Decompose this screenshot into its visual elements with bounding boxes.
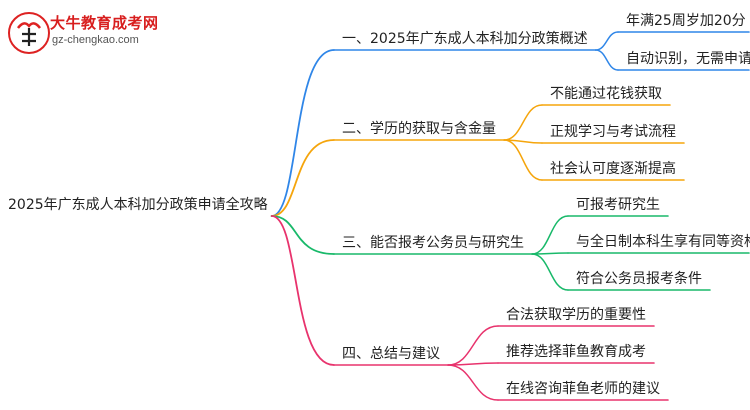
branch-2-item-1-connector	[503, 104, 543, 141]
branch-4-item-1-connector	[447, 325, 499, 366]
branch-2-item-2[interactable]: 正规学习与考试流程	[550, 124, 676, 140]
branch-1-item-2[interactable]: 自动识别，无需申请	[626, 51, 750, 67]
branch-4-item-3-connector	[447, 364, 499, 401]
branch-4-item-3[interactable]: 在线咨询菲鱼老师的建议	[506, 381, 660, 397]
site-logo[interactable]: 大牛教育成考网 gz-chengkao.com	[6, 10, 176, 54]
logo-url: gz-chengkao.com	[52, 34, 139, 46]
branch-4-connector	[270, 215, 335, 366]
branch-1-connector	[270, 49, 335, 217]
bull-logo-icon	[8, 12, 50, 54]
branch-1-item-2-connector	[594, 49, 619, 71]
mindmap-links	[270, 31, 619, 401]
branch-2-connector	[270, 139, 335, 217]
mindmap-underlines	[333, 31, 750, 401]
branch-1-label[interactable]: 一、2025年广东成人本科加分政策概述	[342, 31, 588, 47]
branch-1-item-1-connector	[594, 31, 619, 51]
branch-3-connector	[270, 215, 335, 255]
branch-3-item-3-connector	[531, 253, 569, 291]
branch-4-item-1[interactable]: 合法获取学历的重要性	[506, 307, 646, 323]
branch-2-label[interactable]: 二、学历的获取与含金量	[342, 121, 496, 137]
branch-3-item-3[interactable]: 符合公务员报考条件	[576, 271, 702, 287]
branch-4-item-2[interactable]: 推荐选择菲鱼教育成考	[506, 344, 646, 360]
branch-3-item-1-connector	[531, 215, 569, 255]
branch-2-item-3-connector	[503, 139, 543, 181]
branch-3-label[interactable]: 三、能否报考公务员与研究生	[342, 235, 524, 251]
logo-title: 大牛教育成考网	[50, 14, 159, 32]
root-topic[interactable]: 2025年广东成人本科加分政策申请全攻略	[8, 197, 268, 213]
branch-2-item-3[interactable]: 社会认可度逐渐提高	[550, 161, 676, 177]
branch-2-item-1[interactable]: 不能通过花钱获取	[550, 86, 662, 102]
branch-3-item-1[interactable]: 可报考研究生	[576, 197, 660, 213]
branch-1-item-1[interactable]: 年满25周岁加20分	[626, 13, 746, 29]
branch-3-item-2[interactable]: 与全日制本科生享有同等资格	[576, 234, 750, 250]
branch-4-label[interactable]: 四、总结与建议	[342, 346, 440, 362]
